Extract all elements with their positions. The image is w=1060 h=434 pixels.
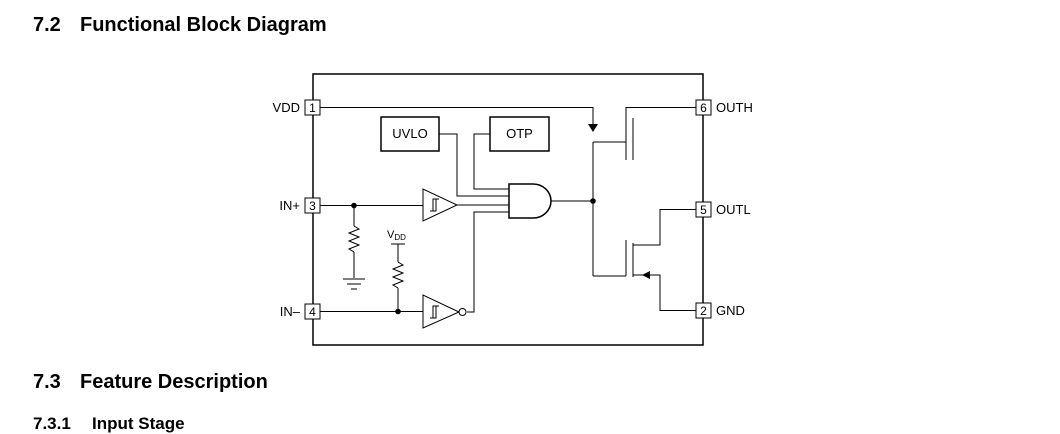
pin-outh: 6 OUTH [695,99,753,116]
otp-label: OTP [506,126,533,141]
vdd-supply-label: VDD [387,229,406,242]
junction-dot [351,202,357,209]
pin-name: IN+ [279,198,300,213]
section-heading-block-diagram: 7.2 Functional Block Diagram [33,14,327,37]
pin-gnd: 2 GND [695,302,745,319]
junction-dot [395,308,401,315]
schmitt-inverter-icon [422,294,467,329]
section-number: 7.3 [33,371,61,393]
section-number: 7.3.1 [33,414,71,433]
pin-name: OUTH [716,100,753,115]
uvlo-block: UVLO [380,116,440,152]
and-gate-icon [508,183,552,219]
schmitt-buffer-icon [422,188,459,222]
pin-vdd: 1 VDD [273,99,321,116]
arrow-icon [588,124,598,132]
pin-name: GND [716,303,745,318]
otp-block: OTP [489,116,550,152]
section-heading-feature-description: 7.3 Feature Description [33,371,268,394]
package-outline [312,73,704,346]
pin-number: 3 [309,199,316,213]
pin-in-plus: 3 IN+ [279,197,321,214]
wires [320,107,696,313]
pin-name: OUTL [716,202,751,217]
pin-outl: 5 OUTL [695,201,751,218]
pin-number: 5 [700,203,707,217]
junction-dot [590,198,596,204]
pin-number: 6 [700,101,707,115]
section-number: 7.2 [33,14,61,36]
section-title: Functional Block Diagram [80,14,327,36]
section-title: Input Stage [92,414,185,433]
uvlo-label: UVLO [392,126,427,141]
pin-number: 4 [309,305,316,319]
section-heading-input-stage: 7.3.1 Input Stage [33,414,185,434]
pin-in-minus: 4 IN– [280,303,321,320]
section-title: Feature Description [80,371,268,393]
pin-number: 1 [309,101,316,115]
pin-name: VDD [273,100,300,115]
pin-name: IN– [280,304,301,319]
pin-number: 2 [700,304,707,318]
arrow-icon [642,271,650,279]
